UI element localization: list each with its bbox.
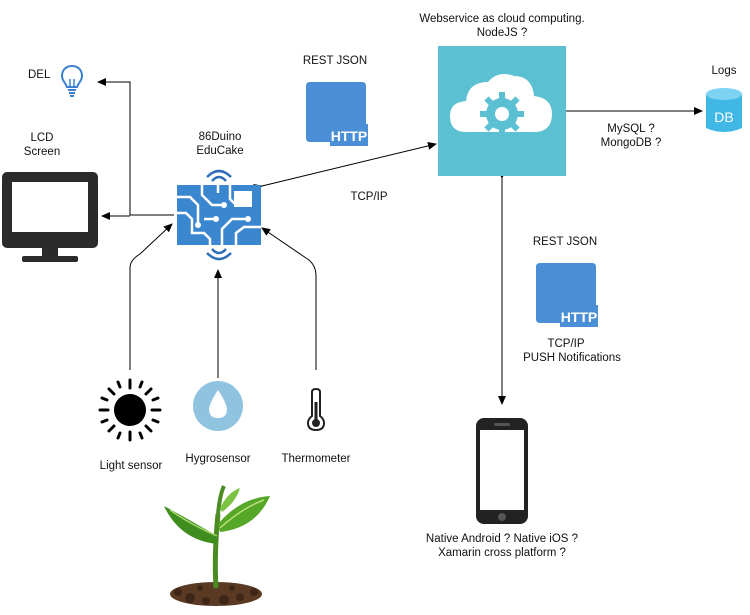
cloud-label-line2: NodeJS ? bbox=[476, 27, 528, 39]
thermometer-icon bbox=[306, 388, 326, 432]
lcd-label-line1: LCD bbox=[30, 132, 54, 144]
edge-cloud-logs-label-line1: MySQL ? bbox=[607, 123, 655, 135]
http-icon-text: HTTP bbox=[331, 128, 368, 144]
edge-cloud-phone-label-line1: TCP/IP bbox=[547, 338, 585, 350]
thermometer-label: Thermometer bbox=[281, 453, 351, 465]
board-label-line1: 86Duino bbox=[198, 131, 242, 143]
cloud-gear-icon bbox=[438, 46, 566, 176]
phone-label-line1: Native Android ? Native iOS ? bbox=[425, 533, 579, 545]
smartphone-icon bbox=[476, 418, 528, 524]
edge-board-cloud bbox=[253, 141, 437, 192]
circuit-board-icon bbox=[177, 169, 261, 261]
edge-board-cloud-label: TCP/IP bbox=[350, 191, 388, 203]
cloud-label-line1: Webservice as cloud computing. bbox=[419, 13, 585, 25]
rest-json-label-2: REST JSON bbox=[532, 236, 598, 248]
water-drop-icon bbox=[193, 381, 243, 431]
light-sensor-label: Light sensor bbox=[99, 460, 163, 472]
edge-light-board bbox=[129, 223, 173, 370]
del-label: DEL bbox=[28, 69, 51, 81]
http-document-icon: HTTP bbox=[306, 82, 368, 146]
edge-board-del bbox=[97, 78, 174, 216]
hygrosensor-label: Hygrosensor bbox=[185, 453, 251, 465]
lightbulb-icon bbox=[60, 64, 84, 97]
http-icon-text: HTTP bbox=[561, 309, 598, 325]
rest-json-label-1: REST JSON bbox=[302, 55, 368, 67]
monitor-icon bbox=[2, 172, 98, 262]
edge-thermo-board bbox=[261, 227, 317, 370]
logs-label: Logs bbox=[711, 65, 737, 77]
edge-cloud-logs-label-line2: MongoDB ? bbox=[600, 137, 662, 149]
phone-label-line2: Xamarin cross platform ? bbox=[438, 547, 566, 559]
edge-cloud-phone-label-line2: PUSH Notifications bbox=[523, 352, 621, 364]
sun-icon bbox=[98, 378, 162, 442]
database-icon-text: DB bbox=[714, 109, 733, 125]
lcd-label-line2: Screen bbox=[23, 146, 61, 158]
plant-icon bbox=[164, 485, 270, 606]
http-document-icon: HTTP bbox=[536, 263, 598, 327]
database-icon: DB bbox=[706, 88, 742, 132]
board-label-line2: EduCake bbox=[196, 145, 244, 157]
